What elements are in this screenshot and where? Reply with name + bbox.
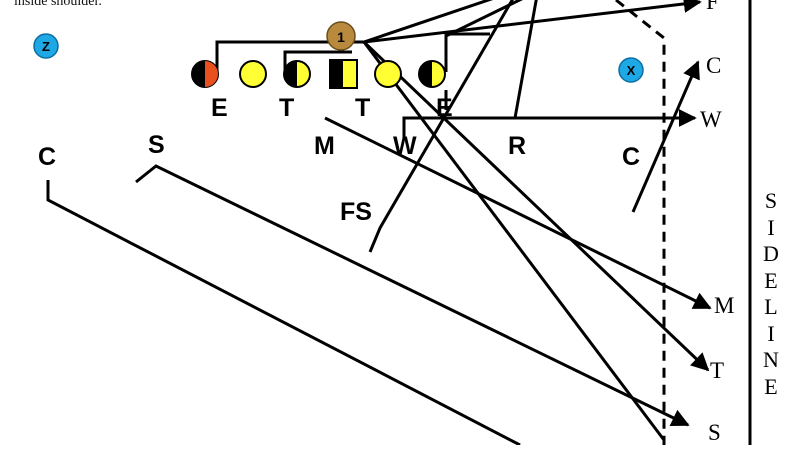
defender-label-s: S bbox=[148, 131, 165, 159]
defender-label-r: R bbox=[508, 132, 527, 160]
receiver-x-marker bbox=[618, 57, 644, 83]
route-fs bbox=[368, 0, 514, 253]
sideline-letter: S bbox=[764, 188, 778, 213]
route-w bbox=[402, 109, 697, 138]
route-edge-up bbox=[445, 0, 523, 38]
route-t bbox=[362, 40, 710, 372]
line-bracket-left bbox=[215, 40, 364, 72]
quarterback-marker bbox=[326, 21, 356, 51]
route-m bbox=[324, 116, 712, 310]
sideline-letter: I bbox=[767, 214, 775, 240]
line-bracket-inner bbox=[283, 50, 352, 72]
quarterback-label: 1 bbox=[337, 29, 345, 45]
target-label-f: F bbox=[706, 0, 719, 14]
route-c-left bbox=[46, 180, 521, 447]
defender-label-c-right: C bbox=[622, 143, 641, 171]
target-label-c: C bbox=[706, 53, 722, 78]
player-right-guard bbox=[374, 60, 402, 88]
defender-label-e: E bbox=[211, 94, 228, 122]
defender-label-w: W bbox=[393, 132, 417, 160]
sideline-letter: E bbox=[764, 373, 778, 399]
route-c-right bbox=[631, 60, 700, 213]
defender-label-m: M bbox=[314, 132, 335, 160]
sideline-letter: I bbox=[767, 320, 775, 346]
route-qb-top-2 bbox=[363, 0, 494, 44]
dashed-boundary bbox=[615, 0, 666, 445]
defender-label-t1: T bbox=[279, 94, 295, 122]
sideline-letter: E bbox=[764, 267, 778, 293]
target-label-t: T bbox=[710, 358, 725, 383]
sideline-letter: L bbox=[764, 294, 778, 319]
player-left-guard bbox=[239, 60, 267, 88]
receiver-x-label: X bbox=[627, 63, 636, 78]
player-right-tackle bbox=[418, 60, 446, 88]
sideline-letter: N bbox=[763, 347, 779, 372]
target-label-m: M bbox=[714, 293, 735, 318]
defender-label-fs: FS bbox=[340, 198, 372, 226]
player-left-tackle bbox=[283, 60, 311, 88]
defender-label-e2: E bbox=[436, 94, 453, 122]
route-t-2 bbox=[362, 41, 666, 441]
route-s bbox=[135, 164, 690, 427]
caption-note: inside shoulder. bbox=[14, 0, 102, 9]
player-center bbox=[329, 59, 358, 89]
line-bracket-right bbox=[444, 32, 490, 72]
player-left-end bbox=[191, 60, 219, 88]
sideline-letter: D bbox=[763, 241, 779, 266]
defender-label-t2: T bbox=[355, 94, 371, 122]
defender-label-c-left: C bbox=[38, 143, 57, 171]
route-r bbox=[513, 0, 538, 119]
receiver-z-marker bbox=[33, 33, 59, 59]
receiver-z-label: Z bbox=[42, 39, 50, 54]
target-label-s: S bbox=[708, 420, 721, 445]
target-label-w: W bbox=[700, 107, 722, 132]
